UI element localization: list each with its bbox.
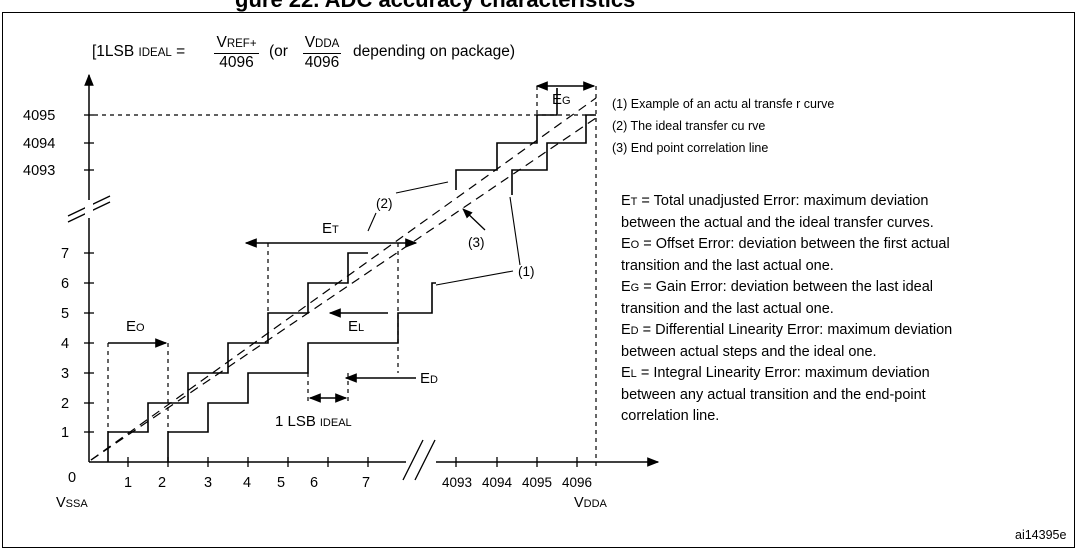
legend-item: (3) End point correlation line [612,141,769,155]
formula-prefix-sub: IDEAL [138,47,172,59]
definition-line: between the actual and the ideal transfe… [621,215,934,231]
definition-line: EO = Offset Error: deviation between the… [621,236,950,252]
definition-line: correlation line. [621,408,720,424]
definition-line: between actual steps and the ideal one. [621,344,877,360]
x-tick-label: 6 [310,475,318,491]
callout-leaders [367,181,521,286]
x-tick-marks [127,457,578,467]
definition-line: EL = Integral Linearity Error: maximum d… [621,365,930,381]
formula-middle: (or [269,43,288,60]
x-tick-label: 5 [277,475,285,491]
y-tick-label: 2 [61,396,69,412]
x-tick-label: 4 [243,475,251,491]
fraction-vdda: VDDA 4096 [303,34,341,71]
origin-label: 0 [68,470,76,486]
y-tick-label: 6 [61,276,69,292]
x-tick-label: 4096 [562,475,592,490]
x-tick-label: 2 [158,475,166,491]
ideal-transfer-curve-top [511,114,596,195]
eo-label: EO [126,318,145,335]
definition-line: between any actual transition and the en… [621,387,926,403]
vssa-label: VSSA [56,495,88,511]
y-tick-label: 4 [61,336,69,352]
definition-line: ET = Total unadjusted Error: maximum dev… [621,193,929,209]
callout-3: (3) [468,235,485,250]
definition-line: transition and the last actual one. [621,258,834,274]
figure-frame [2,12,1075,548]
definition-line: ED = Differential Linearity Error: maxim… [621,322,953,338]
legend-item: (1) Example of an actu al transfe r curv… [612,97,835,111]
callout-1: (1) [518,264,535,279]
legend-item: (2) The ideal transfer cu rve [612,119,766,133]
y-tick-marks [84,114,94,433]
x-tick-label: 4095 [522,475,552,490]
actual-transfer-curve-top [455,88,558,190]
dashed-guides [94,86,597,470]
vdda-label: VDDA [574,495,608,511]
definitions-block: ET = Total unadjusted Error: maximum dev… [621,191,1061,427]
ideal-transfer-curve [167,282,436,462]
x-tick-label: 3 [204,475,212,491]
eg-label: EG [552,91,571,108]
definition-line: transition and the last actual one. [621,301,834,317]
x-tick-label: 1 [124,475,132,491]
y-tick-label: 4094 [23,136,55,152]
x-tick-label: 4093 [442,475,472,490]
y-tick-label: 4095 [23,108,55,124]
y-tick-label: 3 [61,366,69,382]
definition-line: EG = Gain Error: deviation between the l… [621,279,934,295]
figure-title-text: gure 22. ADC accuracy characteristics [235,0,635,12]
formula-suffix: depending on package) [353,43,516,60]
formula-prefix: [1LSB [92,43,135,60]
actual-transfer-curve [107,252,368,462]
y-tick-label: 4093 [23,163,55,179]
y-tick-label: 7 [61,246,69,262]
x-tick-label: 7 [362,475,370,491]
et-label: ET [322,220,339,237]
ideal-line [90,97,597,461]
callout-3-arrow [462,208,486,231]
x-axis-break [402,439,436,481]
figure-id: ai14395e [1015,528,1066,542]
y-axis-break [67,195,111,223]
callout-2: (2) [376,196,393,211]
y-tick-label: 5 [61,306,69,322]
fraction-vref: VREF+ 4096 [214,34,259,72]
figure-title-fragment: gure 22. ADC accuracy characteristics [0,0,1079,12]
formula-equals: = [176,43,186,60]
ed-label: ED [420,370,438,387]
y-tick-label: 1 [61,425,69,441]
el-label: EL [348,318,364,335]
x-tick-label: 4094 [482,475,513,490]
end-point-line [90,117,597,461]
